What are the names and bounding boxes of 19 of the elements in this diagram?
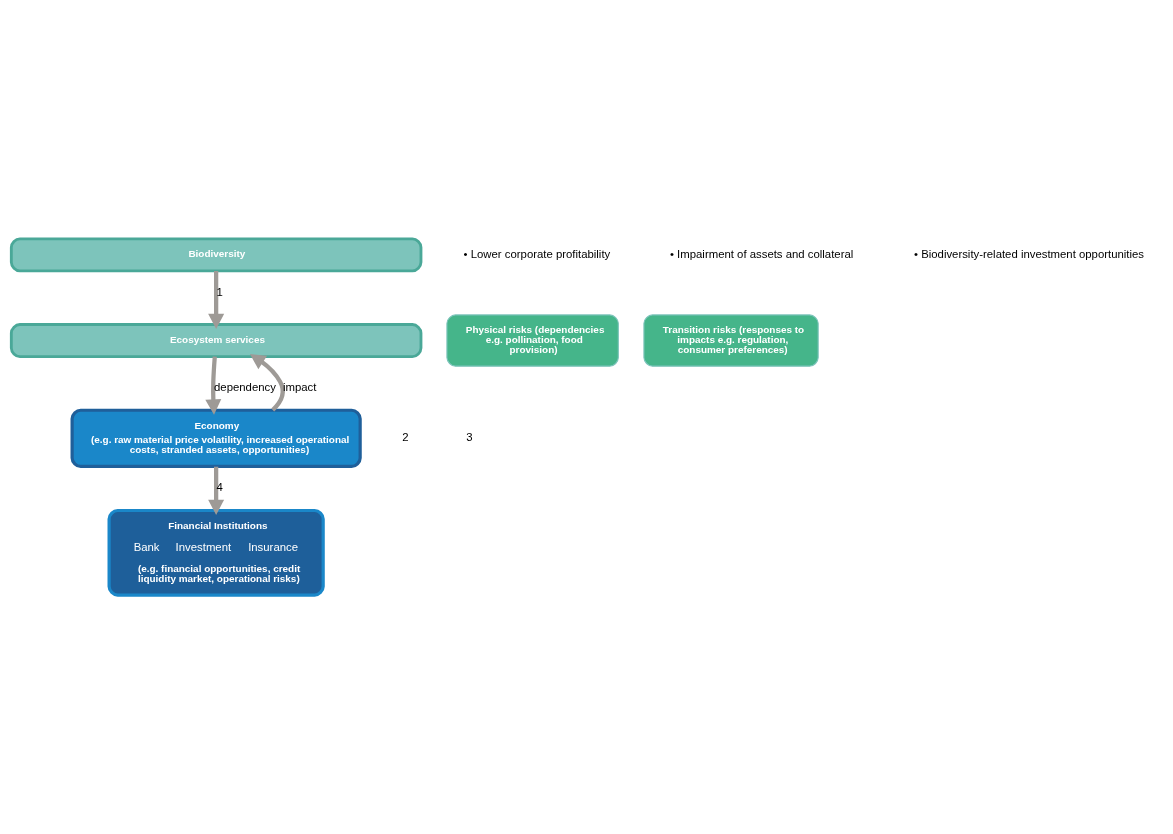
arrow	[208, 466, 225, 515]
label: 3	[466, 431, 473, 444]
node-box: Physical risks (dependencies e.g. pollination, food provision)	[446, 314, 619, 367]
edge-label: 1	[216, 285, 223, 298]
label: • Lower corporate profitability	[463, 247, 611, 260]
label: • Biodiversity-related investment opportunities	[914, 247, 1145, 260]
node-box: Ecosystem services	[9, 323, 423, 358]
edge-label: dependency	[213, 380, 276, 393]
arrow	[249, 354, 285, 412]
node-box: Economy (e.g. raw material price volatility, increased operational costs, stranded assets, opportunities)	[70, 408, 362, 469]
node-box: Financial Institutions Bank Investment Insurance (e.g. financial opportunities, credit liquidity market, operational risks)	[107, 508, 325, 597]
label: • Impairment of assets and collateral	[669, 247, 854, 260]
edge-label: 4	[216, 481, 223, 494]
edge-label: impact	[282, 380, 317, 393]
arrow	[205, 356, 222, 415]
label: 2	[402, 431, 409, 444]
arrow	[208, 271, 225, 330]
node-box: Biodiversity	[9, 237, 423, 273]
node-box: Transition risks (responses to impacts e.g. regulation, consumer preferences)	[643, 314, 819, 367]
